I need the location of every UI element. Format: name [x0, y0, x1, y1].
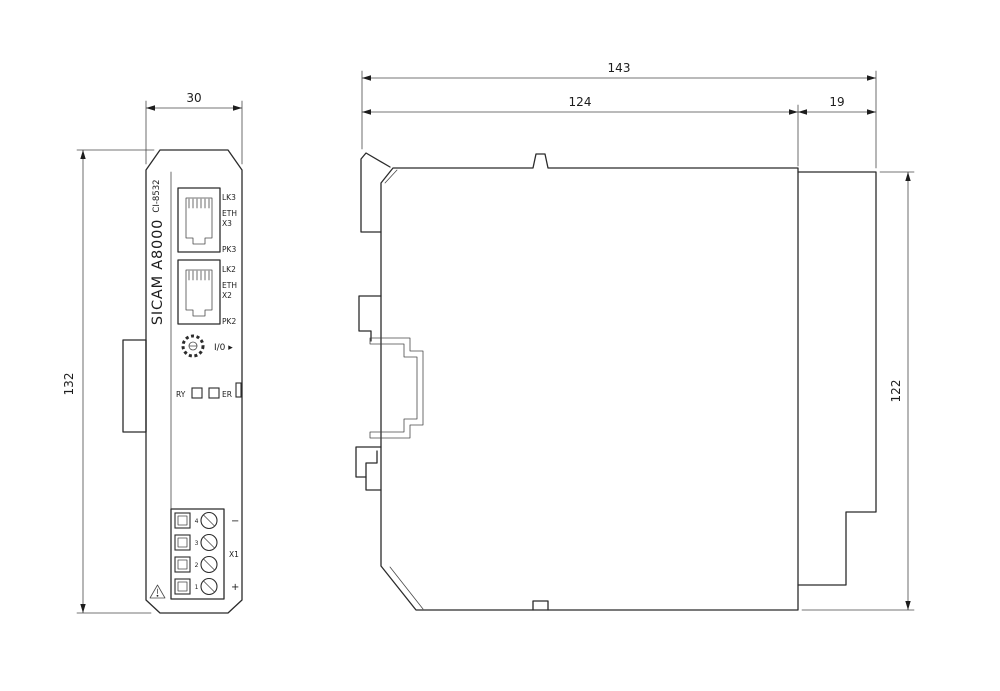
clip-spring-handle — [365, 476, 382, 491]
brand-label: SICAM A8000 — [150, 219, 166, 325]
port-label-x3: X3 — [222, 219, 232, 228]
terminal-number-2: 2 — [195, 562, 199, 569]
dim-side-body-value: 124 — [569, 95, 592, 109]
dim-front-height-value: 132 — [62, 373, 76, 396]
dim-side-split-lines — [361, 104, 877, 167]
screw-terminal-2 — [200, 555, 218, 574]
led-label-pk2: PK2 — [222, 317, 236, 326]
terminal-row-1: 1 — [174, 577, 218, 596]
led-ry — [191, 387, 203, 399]
dim-front-width-value: 30 — [186, 91, 201, 105]
ethernet-port-x2: LK2 ETH X2 PK2 — [177, 259, 237, 326]
terminal-minus-label: − — [231, 516, 239, 527]
dim-side-total-lines — [361, 70, 877, 169]
rj45-opening-x2 — [185, 269, 213, 317]
dim-side-split: 124 19 — [361, 95, 877, 167]
screw-terminal-3 — [200, 533, 218, 552]
led-label-pk3: PK3 — [222, 245, 236, 254]
terminal-row-4: 4 — [174, 511, 218, 530]
terminal-number-1: 1 — [195, 584, 199, 591]
dim-side-height: 122 — [801, 171, 915, 611]
clip-top-flange — [360, 152, 391, 233]
side-view: 143 124 19 122 — [355, 61, 915, 611]
side-connector-block — [797, 171, 877, 586]
terminal-number-3: 3 — [195, 540, 199, 547]
model-label: CI-8532 — [152, 179, 162, 212]
status-leds: RY ER — [176, 382, 242, 399]
front-din-tab — [122, 339, 147, 433]
screw-terminal-1 — [200, 577, 218, 596]
side-bottom-notch — [532, 600, 549, 611]
dim-side-connector-value: 19 — [829, 95, 844, 109]
side-housing-outline — [380, 153, 799, 611]
dim-side-total: 143 — [361, 61, 877, 169]
dim-side-height-value: 122 — [889, 380, 903, 403]
clip-spring — [355, 446, 382, 478]
terminal-block-outline — [170, 508, 225, 600]
dim-front-width: 30 — [145, 91, 243, 165]
port-label-eth2: ETH — [222, 281, 237, 290]
dim-front-height: 132 — [62, 149, 155, 614]
screw-terminal-4 — [200, 511, 218, 530]
dim-side-height-lines — [801, 171, 915, 611]
terminal-block-x1: 4 3 2 1 — [170, 508, 239, 600]
side-chamfer-lines — [384, 169, 424, 610]
port-label-eth3: ETH — [222, 209, 237, 218]
led-label-er: ER — [222, 390, 232, 399]
din-rail-profile — [369, 337, 424, 439]
panel-slot — [235, 382, 242, 398]
rj45-pins-x2 — [188, 270, 210, 281]
terminal-plus-label: + — [231, 582, 239, 593]
dim-front-height-lines — [76, 149, 155, 614]
front-module-outline — [145, 149, 243, 614]
rotary-switch-label: I/0 ▸ — [214, 343, 233, 353]
terminal-row-2: 2 — [174, 555, 218, 574]
rj45-opening-x3 — [185, 197, 213, 245]
ethernet-port-x3: LK3 ETH X3 PK3 — [177, 187, 237, 254]
rotary-switch: I/0 ▸ — [181, 334, 233, 358]
dim-side-total-value: 143 — [608, 61, 631, 75]
dim-front-width-lines — [145, 100, 243, 165]
led-label-ry: RY — [176, 390, 186, 399]
terminal-connector-label: X1 — [229, 550, 239, 559]
warning-icon — [149, 584, 166, 599]
terminal-number-4: 4 — [195, 518, 199, 525]
din-rail-clip — [355, 152, 391, 491]
led-label-lk2: LK2 — [222, 265, 236, 274]
led-label-lk3: LK3 — [222, 193, 236, 202]
rotary-switch-gear-icon — [181, 334, 205, 358]
rj45-jack-x2 — [177, 259, 221, 325]
clip-upper-hook — [358, 295, 382, 342]
port-label-x2: X2 — [222, 291, 232, 300]
rj45-jack-x3 — [177, 187, 221, 253]
rj45-pins-x3 — [188, 198, 210, 209]
terminal-row-3: 3 — [174, 533, 218, 552]
led-er — [208, 387, 220, 399]
front-view: SICAM A8000 CI-8532 LK3 ETH X3 PK3 LK2 E… — [62, 91, 243, 614]
